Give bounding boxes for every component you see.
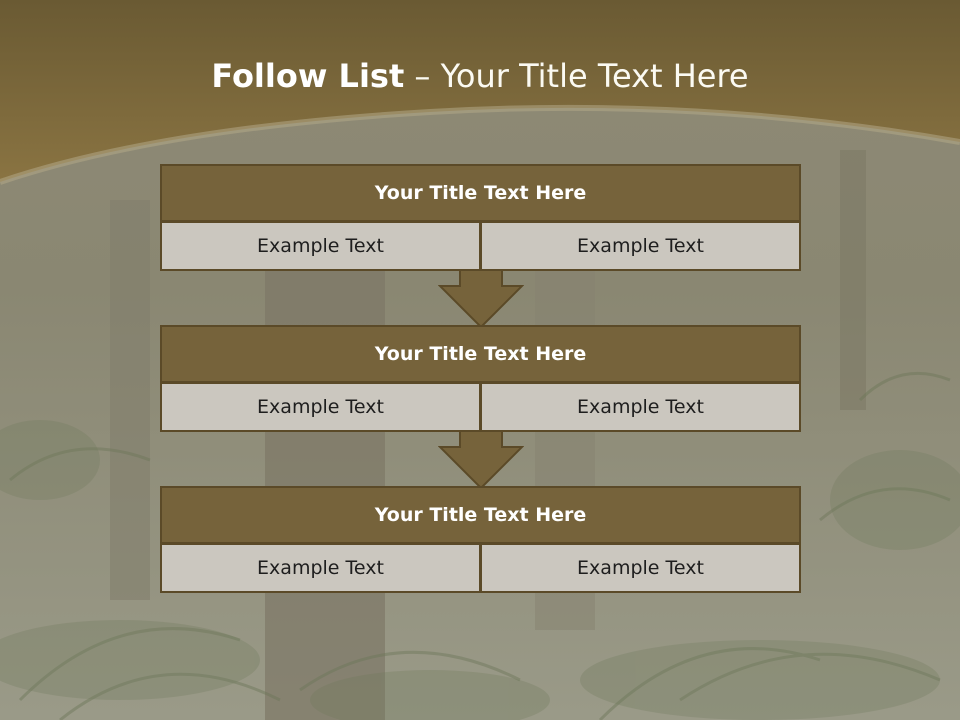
down-arrow-icon xyxy=(438,431,524,489)
block-title-3: Your Title Text Here xyxy=(160,486,801,544)
block-cell-1-left: Example Text xyxy=(160,221,481,271)
slide-title-rest: – Your Title Text Here xyxy=(404,57,749,95)
header-band xyxy=(0,0,960,182)
block-cell-3-left: Example Text xyxy=(160,543,481,593)
block-cell-2-left: Example Text xyxy=(160,382,481,432)
down-arrow-icon xyxy=(438,270,524,328)
block-cell-2-right: Example Text xyxy=(480,382,801,432)
block-title-1: Your Title Text Here xyxy=(160,164,801,222)
block-cell-1-right: Example Text xyxy=(480,221,801,271)
block-cell-3-right: Example Text xyxy=(480,543,801,593)
slide-title: Follow List – Your Title Text Here xyxy=(0,52,960,100)
block-title-2: Your Title Text Here xyxy=(160,325,801,383)
slide-title-bold: Follow List xyxy=(211,57,405,95)
